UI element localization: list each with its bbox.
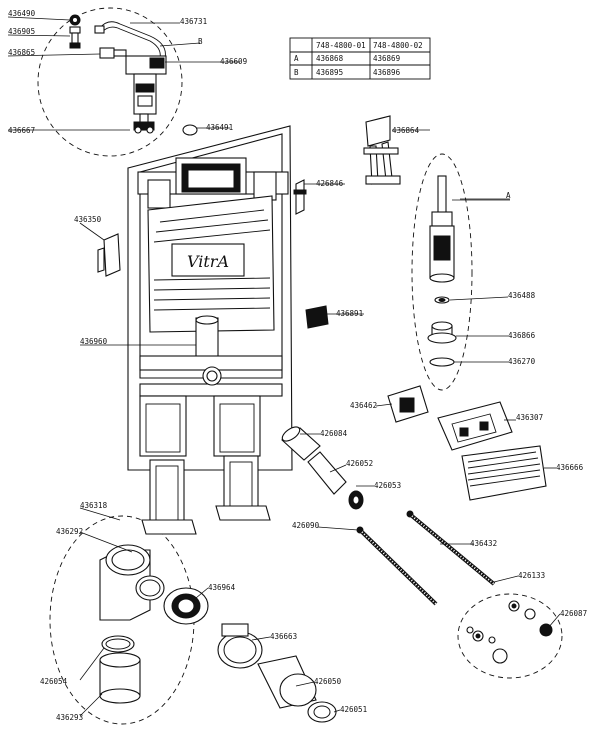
label-436491: 436491: [206, 123, 233, 132]
drain-bend-assembly: [99, 544, 209, 704]
label-436964: 436964: [208, 583, 236, 592]
label-436488: 436488: [508, 291, 536, 300]
cap-436491: [182, 124, 198, 136]
label-436960: 436960: [80, 337, 108, 346]
bracket-436891: [305, 305, 329, 329]
label-436667: 436667: [8, 126, 35, 135]
table-row-a-label: A: [294, 54, 299, 63]
label-436307: 436307: [516, 413, 543, 422]
label-426054: 426054: [40, 677, 68, 686]
label-426084: 426084: [320, 429, 348, 438]
flush-pipe-426052: [307, 451, 347, 495]
table-row-a-col1: 436868: [316, 54, 344, 63]
variant-table: 748-4800-01 748-4800-02 A 436868 436869 …: [289, 37, 431, 80]
right-leg: [223, 455, 259, 515]
label-436292: 436292: [56, 527, 83, 536]
connector-436964: [163, 587, 209, 625]
ring-426051: [307, 701, 337, 723]
actuator-436462: [387, 385, 429, 423]
label-426133: 426133: [518, 571, 545, 580]
left-leg: [149, 459, 185, 525]
fill-valve-assembly: [69, 14, 198, 136]
wc-frame: VitrA: [127, 125, 293, 535]
label-436891: 436891: [336, 309, 363, 318]
nut-426053: [348, 490, 364, 510]
label-426053: 426053: [374, 481, 401, 490]
label-426051: 426051: [340, 705, 367, 714]
sleeve-436293: [99, 652, 141, 704]
label-436731: 436731: [180, 17, 207, 26]
label-436293: 436293: [56, 713, 83, 722]
label-436663: 436663: [270, 632, 297, 641]
flush-valve-assembly: [427, 175, 457, 367]
table-header-col1: 748-4800-01: [316, 41, 366, 50]
label-436270: 436270: [508, 357, 536, 366]
label-426087: 426087: [560, 609, 587, 618]
label-436490: 436490: [8, 9, 36, 18]
leader-lines: [7, 16, 561, 717]
table-header-col2: 748-4800-02: [373, 41, 423, 50]
label-436666: 436666: [556, 463, 584, 472]
supply-hose: [99, 21, 166, 59]
table-row-a-col2: 436869: [373, 54, 400, 63]
label-436462: 436462: [350, 401, 377, 410]
label-detail-a: A: [506, 191, 511, 200]
threaded-rod-426090: [356, 526, 438, 606]
float-body: [133, 73, 157, 115]
bracket-436864: [363, 115, 401, 185]
frame-plate-436307: [437, 401, 513, 451]
label-436865: 436865: [8, 48, 35, 57]
pipe-426050: [257, 655, 317, 709]
label-426090: 426090: [292, 521, 320, 530]
label-436609: 436609: [220, 57, 247, 66]
label-436864: 436864: [392, 126, 420, 135]
detail-ellipse-screws: [457, 593, 563, 679]
clamp-436663: [217, 623, 263, 669]
wall-bracket-426846: [293, 179, 307, 215]
label-436905: 436905: [8, 27, 35, 36]
detail-ellipse-fill-valve: [37, 7, 183, 157]
label-426052: 426052: [346, 459, 373, 468]
label-436318: 436318: [80, 501, 108, 510]
label-436350: 436350: [74, 215, 102, 224]
threaded-rod-436432: [406, 510, 496, 586]
flush-plate-436666: [461, 445, 547, 501]
wall-bracket-436350: [97, 233, 121, 277]
brand-plate: [171, 243, 245, 277]
screws-426087: [466, 600, 553, 664]
table-row-b-col2: 436896: [373, 68, 401, 77]
table-row-b-col1: 436895: [316, 68, 343, 77]
label-426050: 426050: [314, 677, 342, 686]
detail-ellipse-flush-valve: [411, 153, 473, 391]
label-436432: 436432: [470, 539, 497, 548]
label-426846: 426846: [316, 179, 344, 188]
table-row-b-label: B: [294, 68, 299, 77]
part-labels: 436490 436731 B 436905 436865 436609 436…: [8, 9, 587, 722]
gasket-436270: [429, 357, 455, 367]
label-detail-b: B: [198, 37, 203, 46]
label-436866: 436866: [508, 331, 536, 340]
brand-logo-text: VitrA: [187, 252, 229, 271]
flush-elbow-426084: [281, 426, 321, 461]
